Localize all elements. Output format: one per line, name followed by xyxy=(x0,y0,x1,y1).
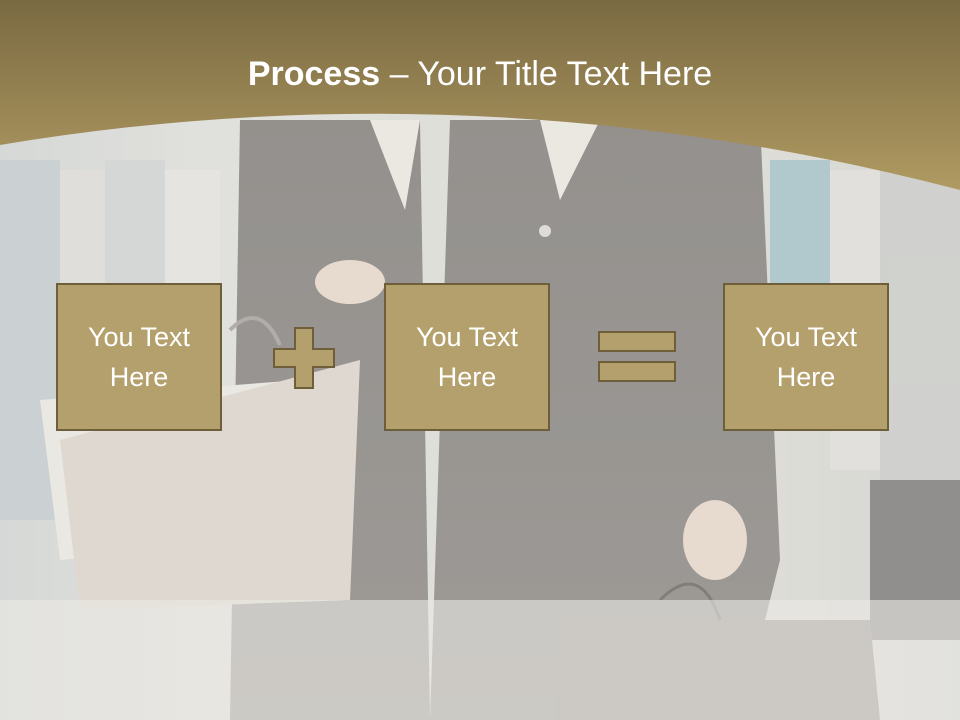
slide-title-rest: – Your Title Text Here xyxy=(380,55,713,93)
process-box-1[interactable]: You Text Here xyxy=(56,283,222,431)
process-box-3[interactable]: You Text Here xyxy=(723,283,889,431)
process-box-3-text: You Text Here xyxy=(754,322,858,392)
header-band xyxy=(0,0,960,190)
plus-icon xyxy=(273,327,335,389)
slide-title-bold: Process xyxy=(247,55,381,93)
equals-icon xyxy=(598,331,676,382)
process-box-1-text: You Text Here xyxy=(87,322,191,392)
process-box-2-text: You Text Here xyxy=(415,322,519,392)
process-box-2[interactable]: You Text Here xyxy=(384,283,550,431)
slide-title: Process – Your Title Text Here xyxy=(0,52,960,96)
